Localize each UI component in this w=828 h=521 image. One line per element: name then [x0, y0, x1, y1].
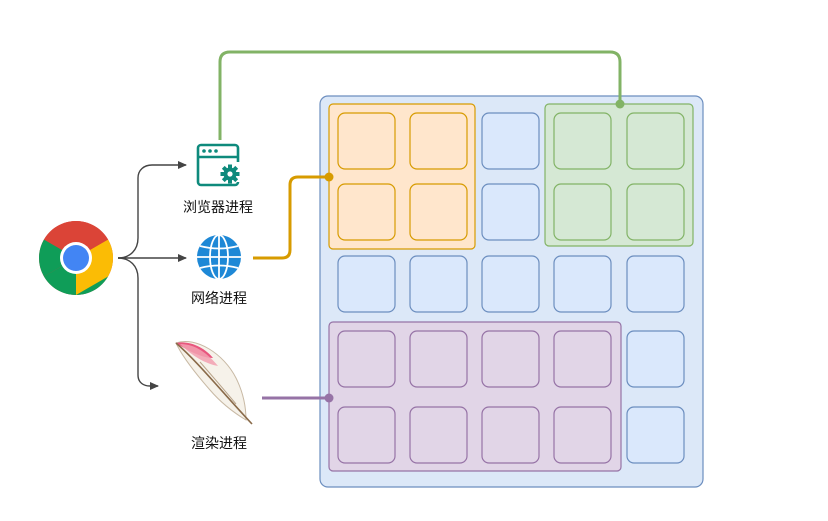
network-memory-cell — [337, 183, 396, 241]
free-memory-cell — [626, 406, 685, 464]
network-connector-dot — [324, 172, 334, 182]
browser-memory-cell — [553, 183, 612, 241]
renderer-memory-cell — [553, 330, 612, 388]
chrome-logo-icon — [39, 221, 113, 295]
renderer-memory-cell — [409, 330, 468, 388]
renderer-connector-dot — [324, 393, 334, 403]
network-to-memory-line — [253, 175, 329, 260]
free-memory-cell — [409, 255, 468, 313]
browser-memory-cell — [626, 112, 685, 170]
renderer-process-label: 渲染进程 — [191, 436, 247, 452]
free-memory-cell — [626, 255, 685, 313]
renderer-memory-cell — [481, 330, 540, 388]
network-memory-cell — [409, 112, 468, 170]
chrome-to-browser-arrow — [117, 161, 187, 259]
browser-window-gear-icon — [196, 143, 240, 187]
free-memory-cell — [481, 112, 540, 170]
free-memory-cell — [553, 255, 612, 313]
browser-connector-dot — [615, 99, 625, 109]
globe-icon — [197, 234, 241, 280]
browser-process-label: 浏览器进程 — [183, 200, 253, 216]
free-memory-cell — [337, 255, 396, 313]
free-memory-cell — [481, 255, 540, 313]
renderer-memory-cell — [409, 406, 468, 464]
renderer-memory-cell — [553, 406, 612, 464]
renderer-memory-cell — [481, 406, 540, 464]
browser-memory-cell — [553, 112, 612, 170]
free-memory-cell — [626, 330, 685, 388]
memory-cells — [337, 112, 685, 464]
renderer-memory-cell — [337, 330, 396, 388]
chrome-to-renderer-arrow — [117, 257, 159, 390]
renderer-memory-cell — [337, 406, 396, 464]
free-memory-cell — [481, 183, 540, 241]
network-memory-cell — [409, 183, 468, 241]
network-memory-cell — [337, 112, 396, 170]
network-process-label: 网络进程 — [191, 291, 247, 307]
browser-memory-cell — [626, 183, 685, 241]
connectors — [117, 50, 625, 403]
feather-icon — [175, 341, 253, 425]
browser-to-memory-line — [218, 50, 622, 140]
